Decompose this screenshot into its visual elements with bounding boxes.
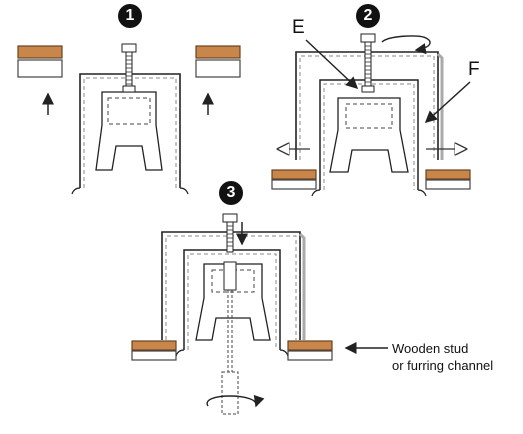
callout-line-1: Wooden stud (392, 341, 469, 356)
wood-stud-left-2 (271, 169, 317, 180)
threaded-rod (221, 371, 239, 415)
inner-body-1 (95, 91, 163, 171)
wood-stud-left-1 (17, 45, 63, 59)
rotation-arrow-icon (206, 394, 265, 408)
bolt-3 (226, 221, 234, 253)
pointer-e (305, 39, 359, 90)
wood-stud-right-2 (425, 169, 471, 180)
coupler-nut (223, 261, 237, 291)
step-number-2: 2 (356, 4, 380, 28)
wood-stud-right-1 (195, 45, 241, 59)
step-number-1: 1 (118, 4, 142, 28)
step-2-group (271, 33, 471, 197)
wood-stud-left-3 (131, 340, 177, 351)
label-f: F (468, 59, 480, 80)
wood-stud-right-3 (287, 340, 333, 351)
inner-body-2 (329, 97, 409, 173)
step-number-3: 3 (219, 181, 243, 205)
stud-block-left-1 (17, 59, 63, 78)
step-1-group (17, 43, 241, 195)
rotation-arrow-icon (381, 35, 431, 55)
step-3-group (131, 213, 388, 415)
pointer-f (424, 81, 471, 124)
label-e: E (292, 17, 305, 38)
stud-block-right-1 (195, 59, 241, 78)
inner-body-3 (195, 263, 271, 341)
callout-line-2: or furring channel (392, 358, 494, 373)
